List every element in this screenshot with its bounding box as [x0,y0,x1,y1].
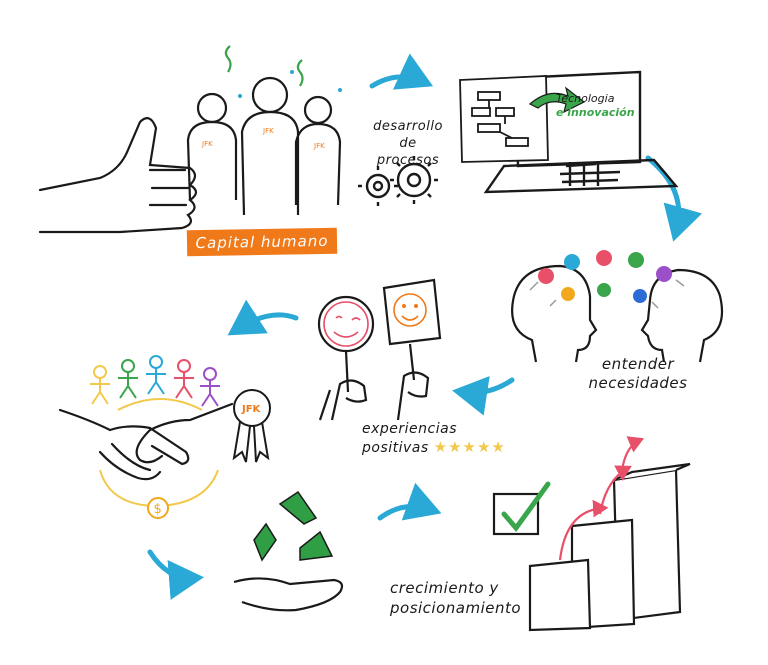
handshake-icon [58,402,234,481]
arrow-5 [147,549,204,600]
idea-icons [529,250,685,309]
experiencias-line-2-row: positivas ★★★★★ [362,438,506,457]
arrow-2 [645,155,703,242]
crecimiento-label: crecimiento y posicionamiento [390,578,521,618]
experiencias-line-1: experiencias [362,421,457,437]
entender-label: entender necesidades [583,355,693,393]
coin-icon [147,497,169,519]
logo-badge-2: JFK [262,127,274,135]
tecnologia-line-1: Tecnologia [556,92,615,105]
flowchart-icon [459,75,549,163]
arrow-3 [452,376,515,416]
dollar-sign: $ [154,502,162,517]
arrow-6 [377,482,442,521]
stick-people-icon [90,355,220,407]
capital-humano-banner: Capital humano [186,227,338,257]
logo-badge-1: JFK [201,140,213,148]
crecimiento-line-1: crecimiento y [390,579,499,597]
entender-line-2: necesidades [588,374,688,392]
thumbs-up-icon [38,117,198,234]
gears-icon [358,156,438,206]
experiencias-label: experiencias positivas ★★★★★ [362,420,506,457]
recycle-icon [253,490,334,562]
experiencias-line-2: positivas [362,440,429,456]
logo-badge-3: JFK [313,142,325,150]
logo-badge-award: JFK [241,404,262,415]
checkbox-icon [492,481,551,536]
arrow-4 [227,299,299,336]
smiley-signs-icon [317,278,442,421]
entender-line-1: entender [601,355,675,373]
growth-arrows-icon [558,436,645,561]
hand-icon [233,577,344,612]
arc-icon [117,398,203,411]
five-stars: ★★★★★ [433,438,506,456]
people-icon [186,45,342,216]
growth-boxes-icon [528,462,691,632]
crecimiento-line-2: posicionamiento [390,599,522,617]
green-arrow-icon [528,86,586,114]
desarrollo-label: desarrollo de procesos [368,118,448,169]
flow-arrows [147,53,703,600]
tecnologia-label: Tecnologia e innovación [556,92,635,120]
desarrollo-line-2: de procesos [376,136,440,168]
award-ribbon-icon [232,389,271,463]
arrow-1 [369,53,434,90]
desarrollo-line-1: desarrollo [373,119,443,134]
tecnologia-line-2: e innovación [556,106,635,119]
heads-icon [511,264,724,363]
